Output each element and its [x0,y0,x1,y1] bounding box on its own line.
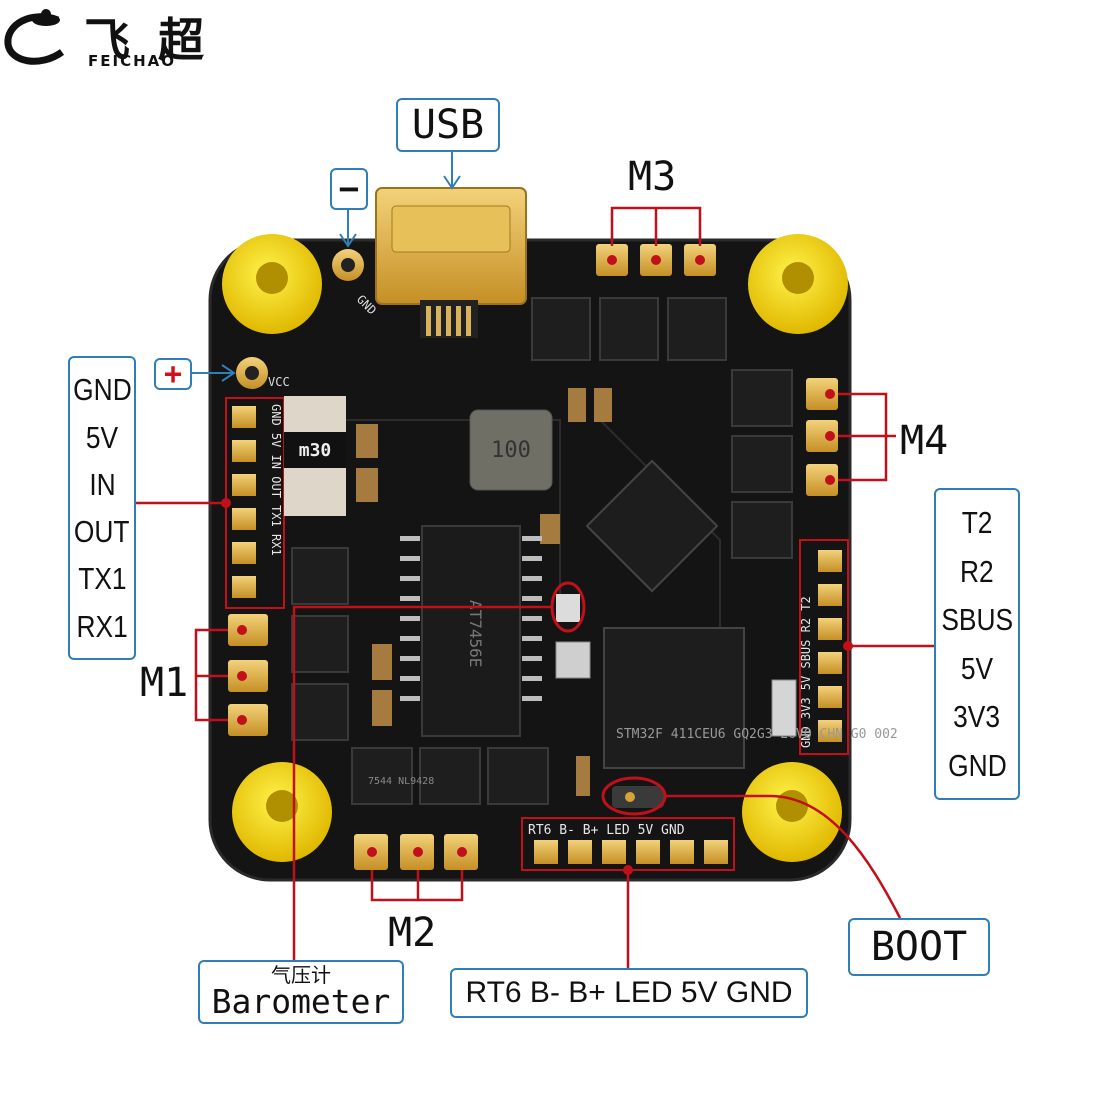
gyro-chip [585,459,719,593]
right-pad-label-0: T2 [961,505,993,541]
left-pad-label-1: 5V [85,419,119,455]
left-pad-label-0: GND [72,372,132,408]
usb-label: USB [396,98,500,152]
mcu-chip: STM32F 411CEU6 GQ2G3 26VQ CHN G0 002 [603,627,898,769]
feichao-logo [4,9,65,65]
left-pad-label-4: TX1 [77,561,127,597]
crystal-2 [771,679,797,737]
standoff-bottom-left [232,762,332,862]
standoff-bottom-right [742,762,842,862]
right-pad-column: GND 3V3 5V SBUS R2 T2 [799,539,849,755]
bottom-pad-row: RT6 B- B+ LED 5V GND [521,817,735,871]
standoff-top-right [748,234,848,334]
right-pad-label-2: SBUS [941,602,1013,638]
small-caps [356,388,612,796]
right-pad-label-4: 3V3 [953,699,1001,735]
crystal [555,641,591,679]
m3-label: M3 [628,154,677,200]
osd-chip: AT7456E [400,525,542,737]
minus-label: − [330,168,368,210]
usb-connector [375,187,527,338]
m4-label: M4 [900,418,949,464]
mosfet-marking: 7544 NL9428 [368,776,434,787]
left-silkscreen: GND 5V IN OUT TX1 RX1 [269,404,283,556]
left-pad-column: GND 5V IN OUT TX1 RX1 [225,397,285,609]
osd-marking: AT7456E [466,600,485,667]
m1-pads [228,614,268,736]
positive-power-pad [236,357,268,389]
left-pad-label-5: RX1 [76,608,128,644]
mosfets [291,297,793,805]
negative-power-pad [332,249,364,281]
plus-label: + [154,357,192,392]
bottom-pad-legend: RT6 B- B+ LED 5V GND [450,968,808,1018]
right-pad-label-3: 5V [960,650,994,686]
right-silkscreen: GND 3V3 5V SBUS R2 T2 [799,596,813,748]
inductor: 100 [469,409,553,491]
boot-label: BOOT [848,918,990,976]
left-pad-label-2: IN [88,466,116,502]
standoff-top-left [222,234,322,334]
mcu-marking: STM32F 411CEU6 GQ2G3 26VQ CHN G0 002 [616,727,898,742]
m4-pads [806,378,838,496]
capacitor: m30 [284,396,346,516]
right-pad-label-1: R2 [960,553,994,589]
barometer-label-box: 气压计 Barometer [198,960,404,1024]
m2-label: M2 [388,910,437,956]
right-pad-label-5: GND [947,747,1007,783]
barometer-cn-label: 气压计 [271,962,331,987]
brand-chinese: 飞 超 [84,13,211,67]
barometer-label: Barometer [211,981,391,1021]
leader-lines [134,206,934,968]
cap-marking: m30 [299,440,332,461]
label-arrows [190,152,461,382]
bottom-silkscreen: RT6 B- B+ LED 5V GND [528,823,685,838]
vcc-silk: VCC [268,375,290,389]
brand-name: FEICHAO [88,52,176,70]
left-pad-label-3: OUT [74,514,130,550]
m1-label: M1 [140,660,189,706]
inductor-marking: 100 [491,438,531,463]
